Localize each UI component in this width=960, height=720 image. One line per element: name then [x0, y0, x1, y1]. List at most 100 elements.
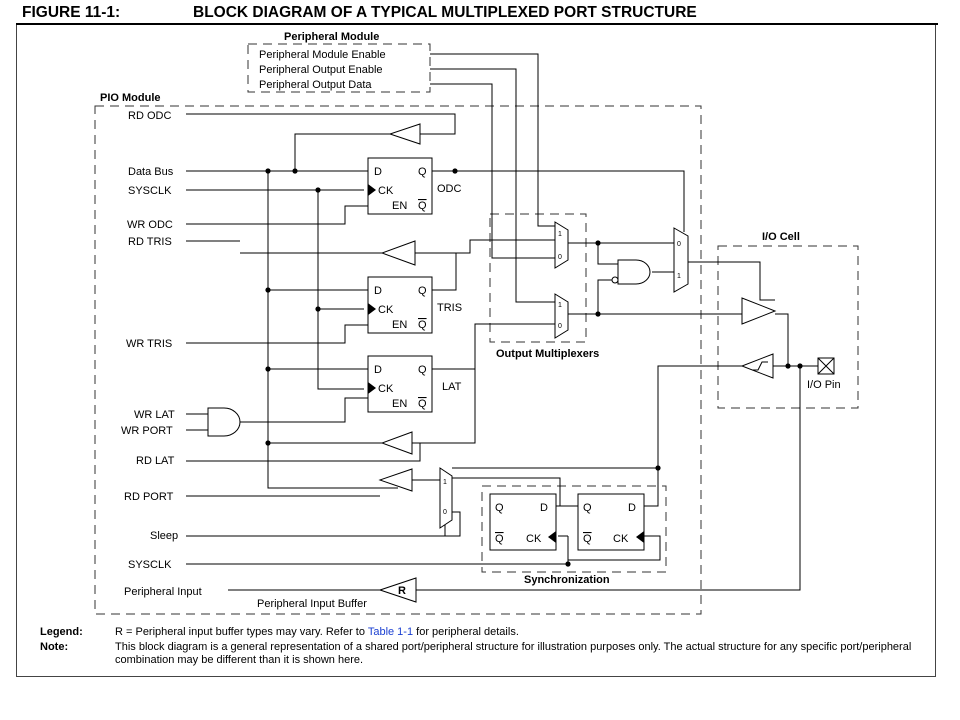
sync-ff2-d-in	[640, 468, 659, 507]
rd-lat-buffer	[380, 431, 413, 455]
data-bus-vertical	[267, 171, 398, 489]
lat-q-wire	[412, 368, 476, 444]
flipflop-pins-qbar: Q	[495, 533, 504, 545]
figure-title: BLOCK DIAGRAM OF A TYPICAL MULTIPLEXED P…	[193, 4, 697, 21]
odc-buffer-out-wire	[294, 133, 390, 173]
sync-ff1	[489, 493, 557, 551]
output-mux-1	[554, 221, 569, 269]
flipflop-pins-ck: CK	[378, 185, 394, 197]
flipflop-pins-q: Q	[418, 364, 427, 376]
table-link[interactable]: Table 1-1	[367, 626, 414, 638]
peripheral-input-buffer	[378, 577, 417, 603]
wr-odc-wire	[186, 205, 368, 225]
mux-inputs-zero: 0	[558, 323, 562, 330]
output-buffer	[741, 297, 777, 325]
figure-number: FIGURE 11-1:	[22, 4, 121, 21]
output-mux-2	[554, 293, 569, 339]
sysclk-label: SYSCLK	[128, 185, 172, 197]
rd-odc-wire	[186, 113, 456, 135]
legend-text: R = Peripheral input buffer types may va…	[115, 626, 519, 638]
rd-odc-label: RD ODC	[128, 110, 171, 122]
synchronization-title: Synchronization	[524, 574, 610, 586]
flipflop-pins-en: EN	[392, 398, 407, 410]
flipflop-pins-q: Q	[495, 502, 504, 514]
input-buffer-label: Peripheral Input Buffer	[257, 598, 367, 610]
rd-lat-wire	[186, 443, 421, 462]
sysclk2-ff1	[567, 535, 661, 561]
mux-inputs-one: 1	[558, 302, 562, 309]
rd-port-buffer	[378, 468, 413, 492]
peripheral-input-label: Peripheral Input	[124, 586, 202, 598]
note-text: This block diagram is a general represen…	[115, 641, 912, 666]
periph-enable-wire	[430, 53, 555, 227]
flipflop-pins-d: D	[374, 166, 382, 178]
tris-q-wire	[432, 253, 457, 291]
tris-register	[367, 276, 433, 334]
flipflop-pins-qbar: Q	[418, 319, 427, 331]
output-mux-box	[489, 213, 587, 343]
flipflop-pins-d: D	[374, 364, 382, 376]
peripheral-module-box	[247, 43, 431, 93]
flipflop-pins-q: Q	[418, 166, 427, 178]
tris-name: TRIS	[437, 302, 462, 314]
pin-to-peripheral-input	[416, 366, 801, 591]
output-mux-title: Output Multiplexers	[496, 348, 599, 360]
mux2-to-and	[597, 279, 612, 314]
mux-inputs-zero: 0	[677, 241, 681, 248]
odc-register	[367, 157, 433, 215]
sync-q-to-mux	[452, 477, 561, 506]
flipflop-pins-qbar: Q	[583, 533, 592, 545]
flipflop-pins-qbar: Q	[418, 200, 427, 212]
mux-inputs-one: 1	[677, 273, 681, 280]
title-rule	[16, 23, 938, 25]
flipflop-pins-ck: CK	[378, 304, 394, 316]
odc-q-wire	[432, 170, 685, 232]
synchronization-box	[481, 485, 667, 573]
input-schmitt-buffer	[740, 353, 774, 379]
wr-lat-label: WR LAT	[134, 409, 175, 421]
odc-name: ODC	[437, 183, 462, 195]
sleep-wire	[186, 525, 446, 537]
periph-out-enable-wire	[430, 68, 555, 303]
peripheral-output-enable: Peripheral Output Enable	[259, 64, 383, 76]
peripheral-module-title: Peripheral Module	[284, 31, 379, 43]
flipflop-pins-ck: CK	[526, 533, 542, 545]
sysclk-vertical	[317, 190, 364, 390]
and-gate-out	[240, 397, 368, 423]
rd-odc-buffer	[388, 123, 421, 145]
sync-ff2	[577, 493, 645, 551]
flipflop-pins-en: EN	[392, 319, 407, 331]
output-and-gate	[617, 259, 651, 285]
io-cell-title: I/O Cell	[762, 231, 800, 243]
mux1-to-and	[597, 243, 618, 265]
flipflop-pins-q: Q	[583, 502, 592, 514]
lat-to-mux2	[474, 323, 555, 369]
figure-frame	[16, 25, 936, 677]
peripheral-module-enable: Peripheral Module Enable	[259, 49, 386, 61]
flipflop-pins-d: D	[374, 285, 382, 297]
flipflop-pins-ck: CK	[613, 533, 629, 545]
mux-inputs-one: 1	[558, 231, 562, 238]
legend-key: Legend:	[40, 626, 83, 638]
mux-inputs-zero: 0	[558, 254, 562, 261]
flipflop-pins-d: D	[540, 502, 548, 514]
data-bus-label: Data Bus	[128, 166, 174, 178]
sleep-wire-2	[445, 511, 461, 537]
tris-q-mux-wire	[456, 239, 555, 254]
pio-module-box	[94, 105, 702, 615]
lat-name: LAT	[442, 381, 462, 393]
flipflop-pins-d: D	[628, 502, 636, 514]
peripheral-output-data: Peripheral Output Data	[259, 79, 372, 91]
sysclk2-label: SYSCLK	[128, 559, 172, 571]
rd-port-mux	[439, 467, 453, 529]
note-key: Note:	[40, 641, 69, 653]
rd-port-label: RD PORT	[124, 491, 174, 503]
flipflop-pins-qbar: Q	[418, 398, 427, 410]
final-mux-out	[688, 261, 775, 301]
rd-tris-buffer	[380, 240, 416, 266]
flipflop-pins-en: EN	[392, 200, 407, 212]
io-pin-label: I/O Pin	[807, 379, 841, 391]
input-buffer-out	[452, 365, 742, 469]
input-buffer-mark: R	[398, 585, 406, 597]
